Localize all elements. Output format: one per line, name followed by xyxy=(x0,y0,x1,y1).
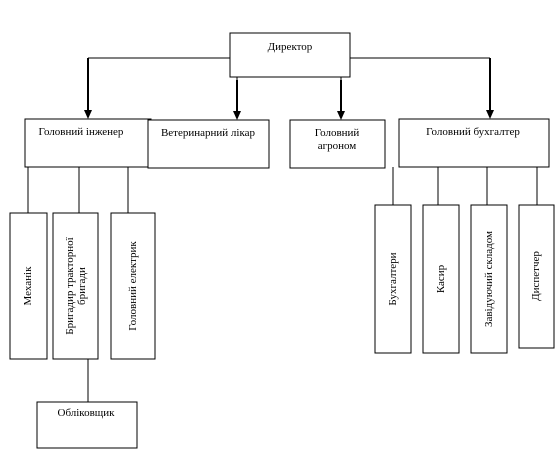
mechanic-label: Механік xyxy=(22,266,34,306)
cashier-node: Касир xyxy=(422,204,460,354)
chief-accountant-label: Головний бухгалтер xyxy=(426,126,520,138)
chief-agronomist-label-line-2: агроном xyxy=(318,140,357,152)
warehouse-manager-label: Завідуючий складом xyxy=(483,231,495,327)
mechanic-node: Механік xyxy=(9,212,48,360)
accountants-node: Бухгалтери xyxy=(374,204,412,354)
arrowhead-chief-engineer xyxy=(84,110,92,119)
chief-electrician-label: Головний електрик xyxy=(127,241,139,331)
dispatcher-label: Диспетчер xyxy=(530,251,542,301)
director-label: Директор xyxy=(268,41,313,53)
tractor-brigadier-node: Бригадир тракторної бригади xyxy=(52,212,99,360)
tractor-brigadier-label-line-1: Бригадир тракторної xyxy=(64,236,76,334)
arrowhead-chief-accountant xyxy=(486,110,494,119)
chief-engineer-node: Головний інженер xyxy=(24,118,152,168)
chief-engineer-label: Головний інженер xyxy=(39,126,124,138)
connectors xyxy=(27,57,538,402)
director-node: Директор xyxy=(229,32,351,78)
record-keeper-label: Обліковщик xyxy=(58,407,116,419)
record-keeper-node: Обліковщик xyxy=(36,401,138,449)
chief-accountant-node: Головний бухгалтер xyxy=(398,118,550,168)
veterinarian-node: Ветеринарний лікар xyxy=(147,119,270,169)
chief-electrician-node: Головний електрик xyxy=(110,212,156,360)
veterinarian-label: Ветеринарний лікар xyxy=(161,127,256,139)
tractor-brigadier-label-line-2: бригади xyxy=(76,267,88,305)
accountants-label: Бухгалтери xyxy=(387,252,399,305)
chief-agronomist-label-line-1: Головний xyxy=(315,127,360,139)
warehouse-manager-node: Завідуючий складом xyxy=(470,204,508,354)
dispatcher-node: Диспетчер xyxy=(518,204,555,349)
arrowhead-chief-agronomist xyxy=(337,111,345,120)
chief-agronomist-node: Головний агроном xyxy=(289,119,386,169)
arrowhead-veterinarian xyxy=(233,111,241,120)
cashier-label: Касир xyxy=(435,264,447,293)
